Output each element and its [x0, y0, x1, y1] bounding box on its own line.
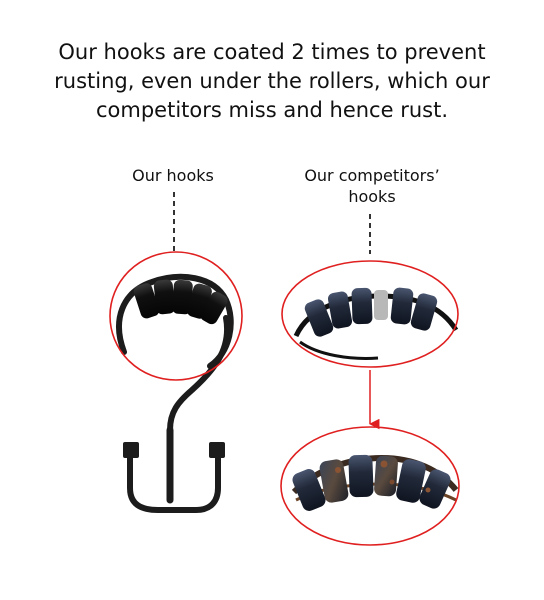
competitor-hook-closeup [293, 287, 459, 360]
our-rollers [133, 279, 228, 325]
callout-circle-rust [280, 426, 460, 546]
headline: Our hooks are coated 2 times to prevent … [54, 40, 490, 122]
label-our-hooks: Our hooks [132, 166, 214, 185]
callout-circle-ours [109, 251, 243, 381]
competitor-rust-closeup [291, 454, 459, 511]
hook-cap-left [123, 442, 139, 458]
callout-circle-competitor [281, 260, 459, 368]
label-competitor-hooks: Our competitors’ hooks [304, 166, 440, 206]
hook-cap-right [209, 442, 225, 458]
our-hook [116, 273, 234, 513]
